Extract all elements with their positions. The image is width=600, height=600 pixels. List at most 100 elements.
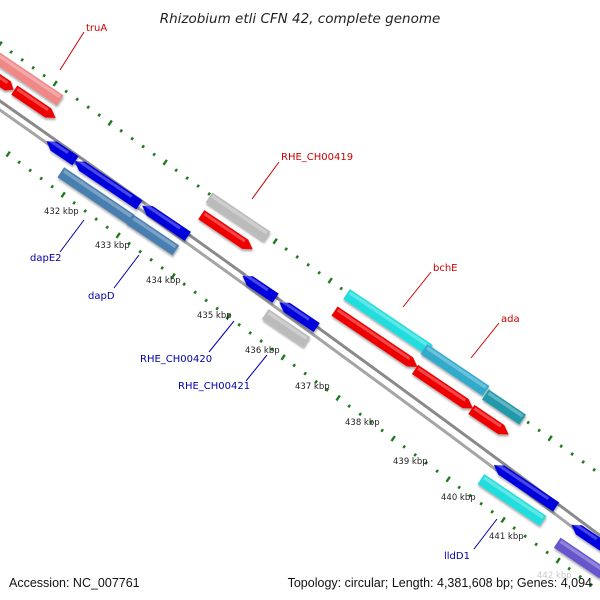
track-dot: [589, 583, 593, 587]
feature-ada-cds-end[interactable]: [468, 404, 511, 439]
track-dot: [5, 150, 11, 158]
gene-label-trua[interactable]: truA: [86, 23, 107, 34]
tick-label: 437 kbp: [295, 382, 330, 392]
track-dot: [107, 119, 113, 127]
track-dot: [402, 444, 406, 449]
track-dot: [94, 217, 98, 222]
gene-label-lldd1[interactable]: lldD1: [444, 551, 470, 562]
track-dot: [149, 257, 153, 262]
leader-line: [245, 354, 268, 382]
track-dot: [306, 262, 310, 267]
leader-line: [59, 31, 85, 71]
tick-label: 442 kbp: [537, 571, 572, 581]
track-dot: [280, 354, 286, 361]
track-dot: [75, 97, 79, 102]
feature-highlight: [211, 194, 268, 235]
track-dot: [358, 412, 362, 417]
track-dot: [86, 105, 90, 110]
feature-highlight: [144, 203, 181, 230]
track-dot: [9, 50, 13, 54]
feature-highlight: [473, 407, 502, 428]
feature-rhe420-cds[interactable]: [239, 271, 279, 303]
feature-right-edge-gene[interactable]: [553, 537, 600, 579]
track-dot: [284, 247, 288, 251]
track-dot: [547, 435, 553, 442]
track-dot: [52, 80, 58, 87]
track-dot: [445, 476, 451, 483]
track-dot: [225, 313, 231, 320]
track-dot: [380, 428, 384, 433]
feature-dapE2-cds-b[interactable]: [72, 157, 143, 210]
gene-labels: truA RHE_CH00419 bchE ada dapE2 dapD RHE…: [30, 23, 520, 562]
feature-lldD1-cds[interactable]: [491, 460, 560, 512]
leader-line: [470, 322, 500, 359]
track-dot: [272, 238, 278, 245]
track-dot: [60, 191, 66, 198]
feature-dapE2-cds-a[interactable]: [43, 137, 79, 166]
track-dot: [130, 136, 134, 141]
feature-lldD1-gene[interactable]: [477, 474, 547, 526]
feature-dapD-cds[interactable]: [139, 201, 191, 241]
feature-highlight: [0, 71, 9, 85]
track-dot: [526, 420, 530, 425]
track-dot: [555, 557, 561, 564]
track-dot: [50, 184, 54, 189]
feature-highlight: [63, 169, 133, 218]
track-dot: [64, 89, 68, 94]
track-dot: [97, 113, 101, 117]
feature-rhe419-cds[interactable]: [198, 210, 256, 254]
gene-label-bche[interactable]: bchE: [433, 263, 458, 274]
feature-right-edge-cds[interactable]: [568, 520, 600, 552]
feature-rhe419-gene[interactable]: [205, 192, 271, 242]
gene-label-dape2[interactable]: dapE2: [30, 253, 62, 264]
track-dot: [127, 241, 131, 246]
gene-label-rhe-ch00421[interactable]: RHE_CH00421: [178, 381, 250, 392]
feature-bchE-gene[interactable]: [343, 289, 433, 355]
leader-line: [59, 219, 85, 253]
gene-label-dapd[interactable]: dapD: [88, 291, 115, 302]
track-dot: [295, 255, 299, 259]
track-dot: [534, 542, 538, 547]
feature-highlight: [487, 391, 524, 418]
feature-rhe421-gene[interactable]: [261, 309, 311, 347]
track-dot: [512, 526, 516, 530]
tick-label: 435 kbp: [197, 311, 232, 321]
track-dot: [335, 394, 341, 402]
feature-highlight: [348, 291, 431, 348]
track-dot: [248, 331, 252, 335]
feature-rhe421-cds[interactable]: [276, 298, 320, 333]
track-dot: [413, 452, 417, 457]
feature-truA-gene[interactable]: [0, 50, 64, 106]
feature-ada-gene[interactable]: [420, 344, 490, 396]
feature-left-red-stub[interactable]: [0, 69, 17, 95]
gene-label-rhe-ch00419[interactable]: RHE_CH00419: [281, 152, 353, 163]
feature-ada-cds[interactable]: [411, 364, 476, 413]
feature-highlight: [336, 308, 411, 361]
tick-label: 441 kbp: [489, 532, 524, 542]
feature-dapD-gene[interactable]: [126, 214, 180, 256]
feature-bchE-cds[interactable]: [331, 306, 420, 371]
kbp-tick-labels: 432 kbp 433 kbp 434 kbp 435 kbp 436 kbp …: [44, 207, 572, 581]
track-dot: [523, 534, 527, 539]
track-dot: [182, 282, 186, 287]
gene-label-ada[interactable]: ada: [501, 314, 520, 325]
feature-ada-gene-end[interactable]: [481, 389, 527, 425]
feature-truA-cds[interactable]: [11, 85, 59, 122]
feature-highlight: [496, 462, 550, 501]
track-dot: [559, 444, 563, 449]
feature-highlight: [0, 53, 62, 99]
feature-dapE2-gene[interactable]: [57, 167, 135, 225]
track-dot: [215, 306, 219, 311]
track-dot: [105, 225, 109, 230]
leader-line: [113, 254, 140, 289]
gene-label-rhe-ch00420[interactable]: RHE_CH00420: [140, 354, 212, 365]
feature-highlight: [132, 217, 177, 249]
track-dot: [115, 232, 121, 239]
track-dot: [207, 191, 211, 196]
track-dot: [325, 387, 329, 392]
track-dot: [152, 152, 156, 157]
track-dot: [339, 286, 343, 291]
feature-highlight: [267, 311, 308, 340]
